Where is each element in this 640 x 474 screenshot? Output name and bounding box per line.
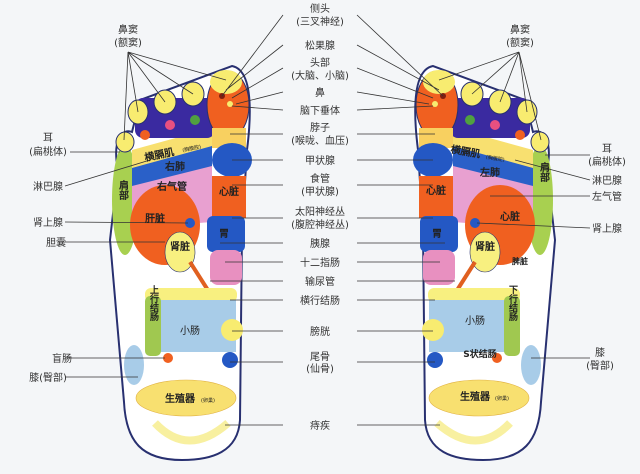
organ-label: (卵巢): [495, 395, 509, 402]
center-label: (仙骨): [306, 362, 334, 375]
center-label: 脖子: [310, 121, 330, 134]
side-label: 淋巴腺: [592, 174, 622, 187]
side-label: 耳: [602, 143, 612, 155]
side-label: 耳: [43, 132, 53, 144]
organ-label: 肩部: [117, 179, 129, 201]
organ-label: 上行结肠: [148, 284, 160, 322]
side-label: 肾上腺: [592, 222, 622, 235]
organ-label: S状结肠: [463, 348, 496, 360]
left-image-organ-labels: 横膈肌 (胸腹腔) 右肺 右气管 肝脏 肾脏 心脏 胃 肩部 上行结肠 小肠 生…: [117, 143, 240, 405]
center-label: (腹腔神经丛): [291, 218, 349, 231]
organ-label: 肾脏: [170, 240, 190, 253]
center-label: 鼻: [315, 86, 325, 99]
side-label: (臀部): [586, 359, 614, 372]
center-label: 十二指肠: [300, 256, 340, 269]
center-label: (大脑、小脑): [291, 69, 349, 82]
center-label: 食管: [310, 172, 330, 185]
center-label: (喉咙、血压): [291, 134, 349, 147]
organ-label: 生殖器: [165, 392, 196, 405]
side-label: 左气管: [592, 190, 622, 203]
center-label: 膀胱: [310, 325, 330, 338]
organ-label: 左肺: [479, 166, 500, 179]
organ-label: 右气管: [156, 180, 187, 193]
left-side-labels: 鼻窦 (额窦) 耳 (扁桃体) 淋巴腺 肾上腺 胆囊 盲肠 膝(臀部): [29, 23, 142, 384]
organ-label: 心脏: [219, 185, 239, 198]
organ-label: (胸腹腔): [182, 143, 202, 154]
center-label: 松果腺: [305, 39, 335, 52]
side-label: 膝(臀部): [29, 371, 67, 384]
center-labels: 侧头 (三叉神经) 松果腺 头部 (大脑、小脑) 鼻 脑下垂体 脖子 (喉咙、血…: [291, 2, 349, 432]
side-label: (扁桃体): [588, 155, 626, 168]
side-label: (扁桃体): [29, 145, 67, 158]
right-side-labels: 鼻窦 (额窦) 耳 (扁桃体) 淋巴腺 左气管 肾上腺 膝 (臀部): [506, 23, 626, 372]
side-label: 肾上腺: [33, 216, 63, 229]
center-label: 侧头: [310, 2, 330, 15]
organ-label: 小肠: [180, 325, 200, 337]
center-label: 痔疾: [310, 419, 330, 432]
organ-label: 下行结肠: [507, 285, 519, 322]
center-label: 尾骨: [310, 351, 330, 363]
side-label: (额窦): [506, 36, 534, 49]
organ-label: 心脏: [500, 210, 520, 223]
organ-label: 胃: [219, 228, 229, 240]
organ-label: 生殖器: [460, 390, 491, 403]
center-label: 脑下垂体: [300, 104, 340, 117]
organ-label: 肩部: [538, 161, 550, 183]
side-label: 胆囊: [46, 236, 66, 249]
center-label: (甲状腺): [301, 185, 339, 198]
organ-label: 肾脏: [475, 240, 495, 253]
right-image-organ-labels: 横膈肌 (胸腹腔) 左肺 心脏 心脏 胃 肾脏 脾脏 肩部 下行结肠 小肠 S状…: [426, 143, 550, 403]
center-label: 胰腺: [310, 237, 330, 250]
side-label: (额窦): [114, 36, 142, 49]
organ-label: 脾脏: [511, 256, 528, 266]
side-label: 淋巴腺: [33, 180, 63, 193]
organ-label: 右肺: [164, 160, 185, 173]
organ-label: 心脏: [426, 184, 446, 197]
center-label: 甲状腺: [305, 154, 335, 167]
connector-lines: [64, 14, 591, 426]
organ-label: (胸腹腔): [485, 153, 505, 163]
organ-label: 肝脏: [145, 212, 165, 225]
side-label: 膝: [595, 346, 605, 359]
side-label: 鼻窦: [118, 23, 138, 36]
center-label: 输尿管: [305, 275, 335, 288]
center-label: 太阳神经丛: [295, 205, 345, 218]
center-label: 头部: [310, 56, 330, 69]
side-label: 盲肠: [52, 352, 72, 365]
organ-label: (卵巢): [201, 397, 215, 404]
organ-label: 胃: [432, 228, 442, 240]
organ-label: 小肠: [465, 315, 485, 327]
center-label: (三叉神经): [296, 15, 344, 28]
side-label: 鼻窦: [510, 23, 530, 36]
center-label: 横行结肠: [300, 294, 340, 307]
